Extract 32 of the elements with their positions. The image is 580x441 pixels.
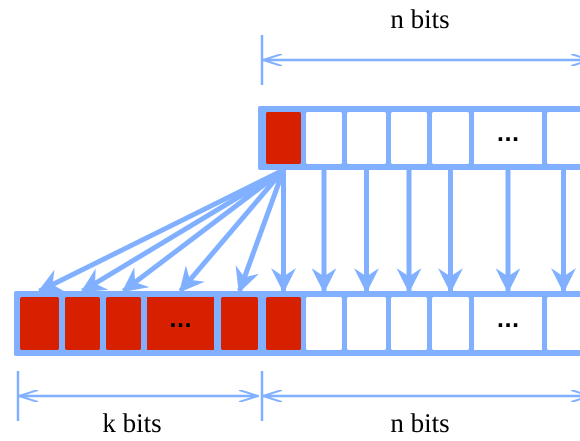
register-box xyxy=(258,106,580,170)
bit-cell xyxy=(221,297,258,350)
bit-cell xyxy=(106,297,141,350)
bit-cell xyxy=(147,297,214,350)
register-box xyxy=(14,291,580,356)
bit-cell xyxy=(347,297,386,350)
bit-cell xyxy=(65,297,100,350)
dimension-label: n bits xyxy=(390,410,450,437)
bit-cell xyxy=(474,297,542,350)
arrow xyxy=(438,170,463,294)
ellipsis-label: ... xyxy=(496,124,520,144)
bit-cell xyxy=(266,112,301,164)
arrow xyxy=(551,170,576,294)
bit-cell xyxy=(432,297,469,350)
arrow xyxy=(354,170,379,294)
bit-cell xyxy=(391,297,427,350)
bit-cell xyxy=(347,112,386,164)
bit-cell xyxy=(432,112,469,164)
arrow xyxy=(496,170,520,294)
dimension-label: n bits xyxy=(390,6,450,33)
arrow xyxy=(271,170,296,294)
ellipsis-label: ... xyxy=(169,310,192,330)
bit-cell xyxy=(474,112,542,164)
arrow xyxy=(396,170,422,294)
arrow xyxy=(312,170,336,294)
ellipsis-label: ... xyxy=(496,310,520,330)
bit-cell xyxy=(391,112,427,164)
bit-cell xyxy=(306,112,342,164)
dimension-label: k bits xyxy=(102,410,162,437)
bit-cell xyxy=(266,297,301,350)
bit-cell xyxy=(20,297,59,350)
bit-cell xyxy=(306,297,342,350)
